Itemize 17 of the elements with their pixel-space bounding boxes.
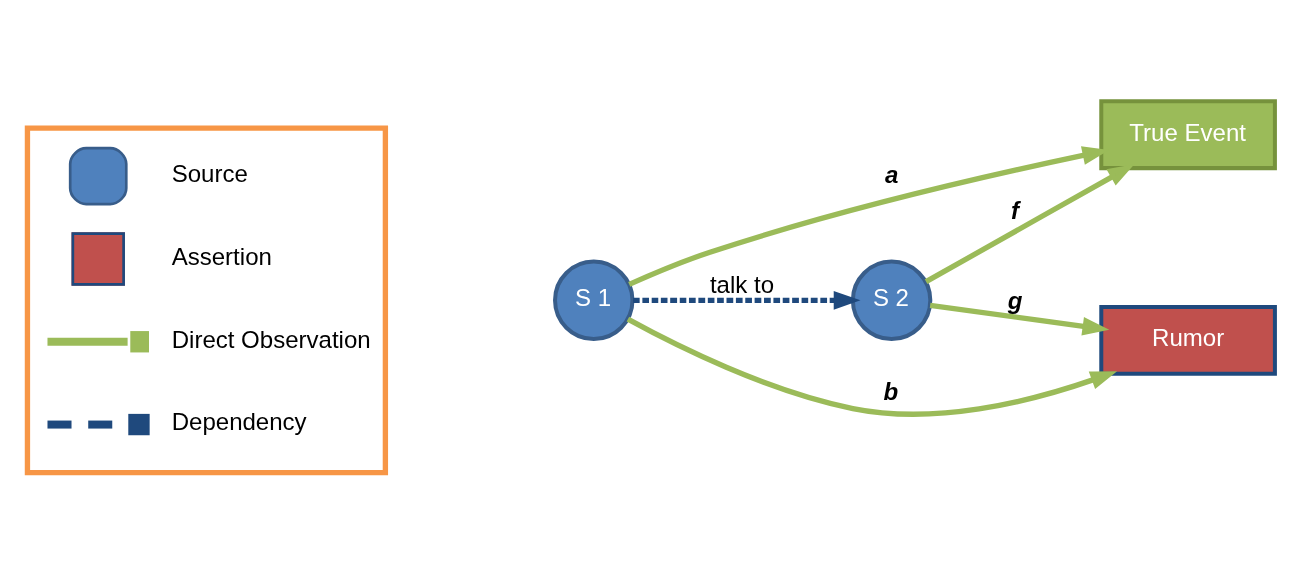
- arrow: [929, 302, 1110, 336]
- legend-label: Source: [171, 160, 248, 188]
- legend-label: Direct Observation: [171, 325, 371, 353]
- legend-label: Dependency: [171, 408, 307, 436]
- node-circle: S 2: [850, 259, 933, 342]
- edge-label: talk to: [709, 270, 775, 298]
- arrow: [633, 290, 861, 310]
- legend-label: Assertion: [171, 242, 272, 270]
- edge-label: f: [1011, 197, 1020, 225]
- arrow: [626, 316, 1118, 417]
- edge-label: b: [883, 377, 899, 405]
- node-circle: S 1: [553, 259, 635, 342]
- edge-label: g: [1007, 286, 1023, 314]
- node-box: Rumor: [1099, 305, 1277, 376]
- edge-label: a: [884, 161, 899, 189]
- node-box: True Event: [1099, 99, 1277, 171]
- arrow: [924, 164, 1135, 284]
